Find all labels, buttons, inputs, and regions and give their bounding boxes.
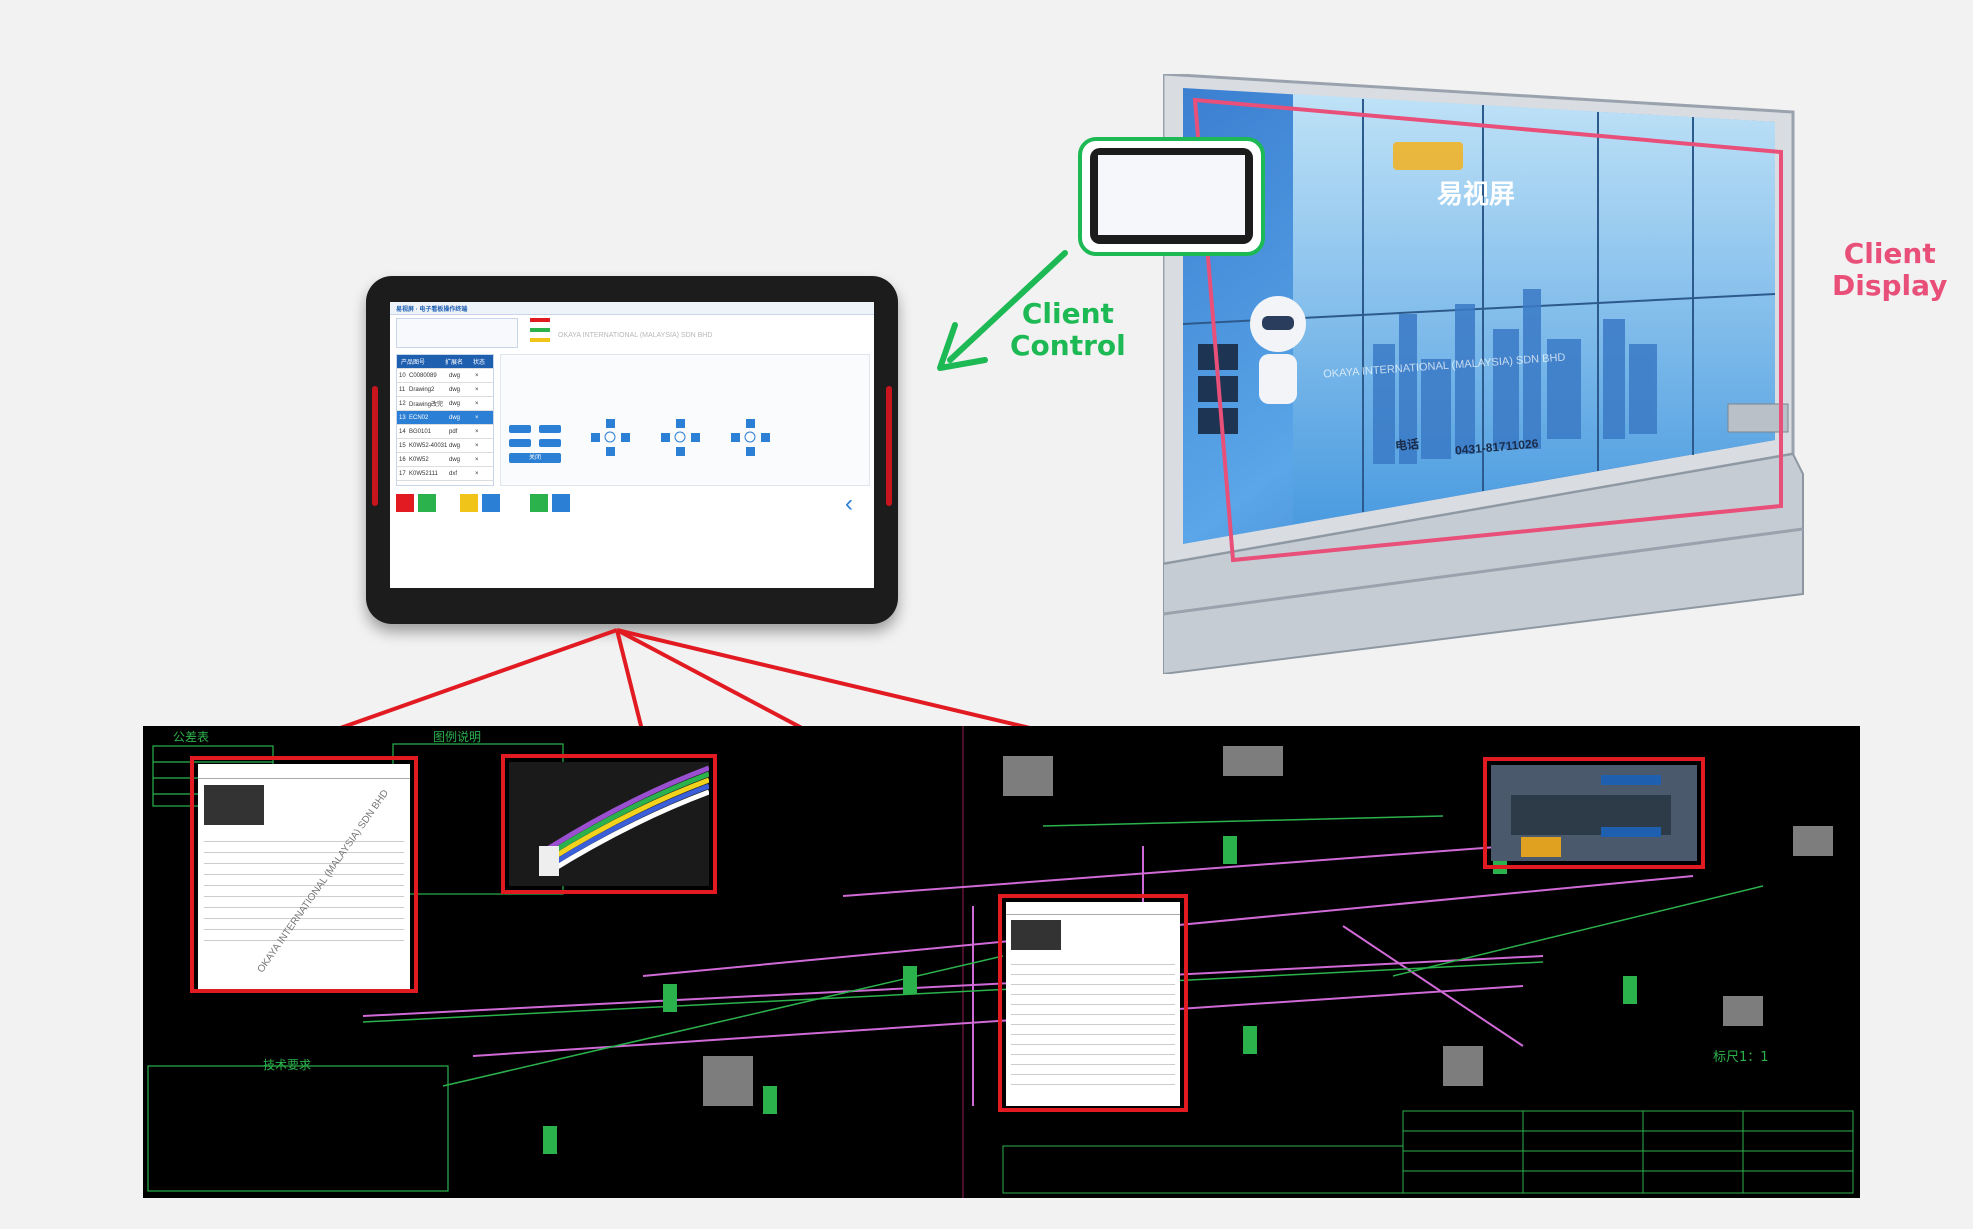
row-status-icon[interactable]: × — [475, 428, 479, 435]
row-status-icon[interactable]: × — [475, 400, 479, 407]
row-name: K0W52 — [409, 456, 429, 463]
client-display-label: Client Display — [1832, 237, 1948, 303]
action-button-red[interactable] — [396, 494, 414, 512]
row-extension: dwg — [449, 400, 461, 407]
highlight-document-left — [190, 756, 418, 993]
tolerance-table-title: 公差表 — [173, 730, 210, 744]
row-extension: dwg — [449, 386, 461, 393]
action-button-blue[interactable] — [482, 494, 500, 512]
row-number: 14 — [399, 428, 406, 435]
row-status-icon[interactable]: × — [475, 386, 479, 393]
row-extension: dxf — [449, 470, 458, 477]
tablet-header: 易视屏 · 电子看板操作终端 — [390, 302, 874, 315]
row-name: Drawing2 — [409, 386, 435, 393]
row-number: 11 — [399, 386, 406, 393]
tablet-screen: 易视屏 · 电子看板操作终端 OKAYA INTERNATIONAL (MALA… — [390, 302, 874, 588]
display-outline — [1192, 97, 1783, 563]
display-wall-cabinet: 易视屏 OKAYA INTERNATIONAL (MALAYSIA) SDN B… — [1161, 72, 1813, 676]
highlight-cmu-photo — [1483, 757, 1705, 869]
action-button-green-2[interactable] — [530, 494, 548, 512]
pad-button[interactable] — [509, 439, 531, 447]
legend-title: 图例说明 — [433, 730, 482, 744]
highlight-wire-photo — [501, 754, 717, 894]
row-extension: dwg — [449, 372, 461, 379]
action-button-green[interactable] — [418, 494, 436, 512]
row-status-icon[interactable]: × — [475, 414, 479, 421]
pad-button[interactable] — [509, 425, 531, 433]
close-button[interactable]: 关闭 — [509, 453, 561, 463]
tablet-side-light-right — [886, 386, 892, 506]
row-name: ECN02 — [409, 414, 429, 421]
file-list-header: 产品图号 扩展名 状态 — [397, 355, 493, 369]
spec-sheet-center — [1006, 902, 1180, 1106]
mini-tablet-screen — [1098, 155, 1245, 235]
client-control-label: Client Control — [1010, 297, 1126, 363]
row-status-icon[interactable]: × — [475, 456, 479, 463]
control-tablet: 易视屏 · 电子看板操作终端 OKAYA INTERNATIONAL (MALA… — [366, 276, 898, 624]
tech-requirements-title: 技术要求 — [263, 1058, 312, 1072]
row-name: K0W52111 — [409, 470, 438, 477]
direction-pads[interactable] — [581, 415, 851, 475]
spec-sheet-left — [198, 764, 410, 989]
row-status-icon[interactable]: × — [475, 442, 479, 449]
arrow-head-icon — [937, 322, 988, 371]
row-status-icon[interactable]: × — [475, 470, 479, 477]
row-extension: pdf — [449, 428, 458, 435]
row-number: 13 — [399, 414, 406, 421]
tablet-title: 易视屏 · 电子看板操作终端 — [396, 307, 468, 313]
row-extension: dwg — [449, 414, 461, 421]
row-name: C0080089 — [409, 372, 437, 379]
scale-label: 标尺1：1 — [1713, 1050, 1769, 1065]
row-status-icon[interactable]: × — [475, 372, 479, 379]
row-name: Drawing改完 — [409, 402, 444, 408]
row-number: 15 — [399, 442, 406, 449]
row-number: 17 — [399, 470, 406, 477]
tablet-watermark: OKAYA INTERNATIONAL (MALAYSIA) SDN BHD — [558, 332, 713, 339]
row-number: 16 — [399, 456, 406, 463]
status-red — [530, 318, 550, 322]
row-name: BG0101 — [409, 428, 432, 435]
status-green — [530, 328, 550, 332]
wiring-blueprint: 公差表 图例说明 技术要求 标尺1：1 — [143, 726, 1860, 1198]
action-button-blue-2[interactable] — [552, 494, 570, 512]
pad-button[interactable] — [539, 425, 561, 433]
row-name: K0W52-40031 — [409, 442, 448, 449]
pad-button[interactable] — [539, 439, 561, 447]
client-control-arrow — [947, 250, 1068, 363]
tablet-side-light-left — [372, 386, 378, 506]
highlight-document-center — [998, 894, 1188, 1112]
row-number: 10 — [399, 372, 406, 379]
info-fields — [396, 318, 518, 348]
display-brand: 易视屏 — [1437, 180, 1516, 210]
status-yellow — [530, 338, 550, 342]
row-extension: dwg — [449, 442, 461, 449]
action-button-yellow[interactable] — [460, 494, 478, 512]
back-arrow-icon[interactable]: ‹ — [845, 490, 853, 517]
control-pad: 关闭 — [500, 354, 870, 486]
row-extension: dwg — [449, 456, 461, 463]
row-number: 12 — [399, 400, 406, 407]
